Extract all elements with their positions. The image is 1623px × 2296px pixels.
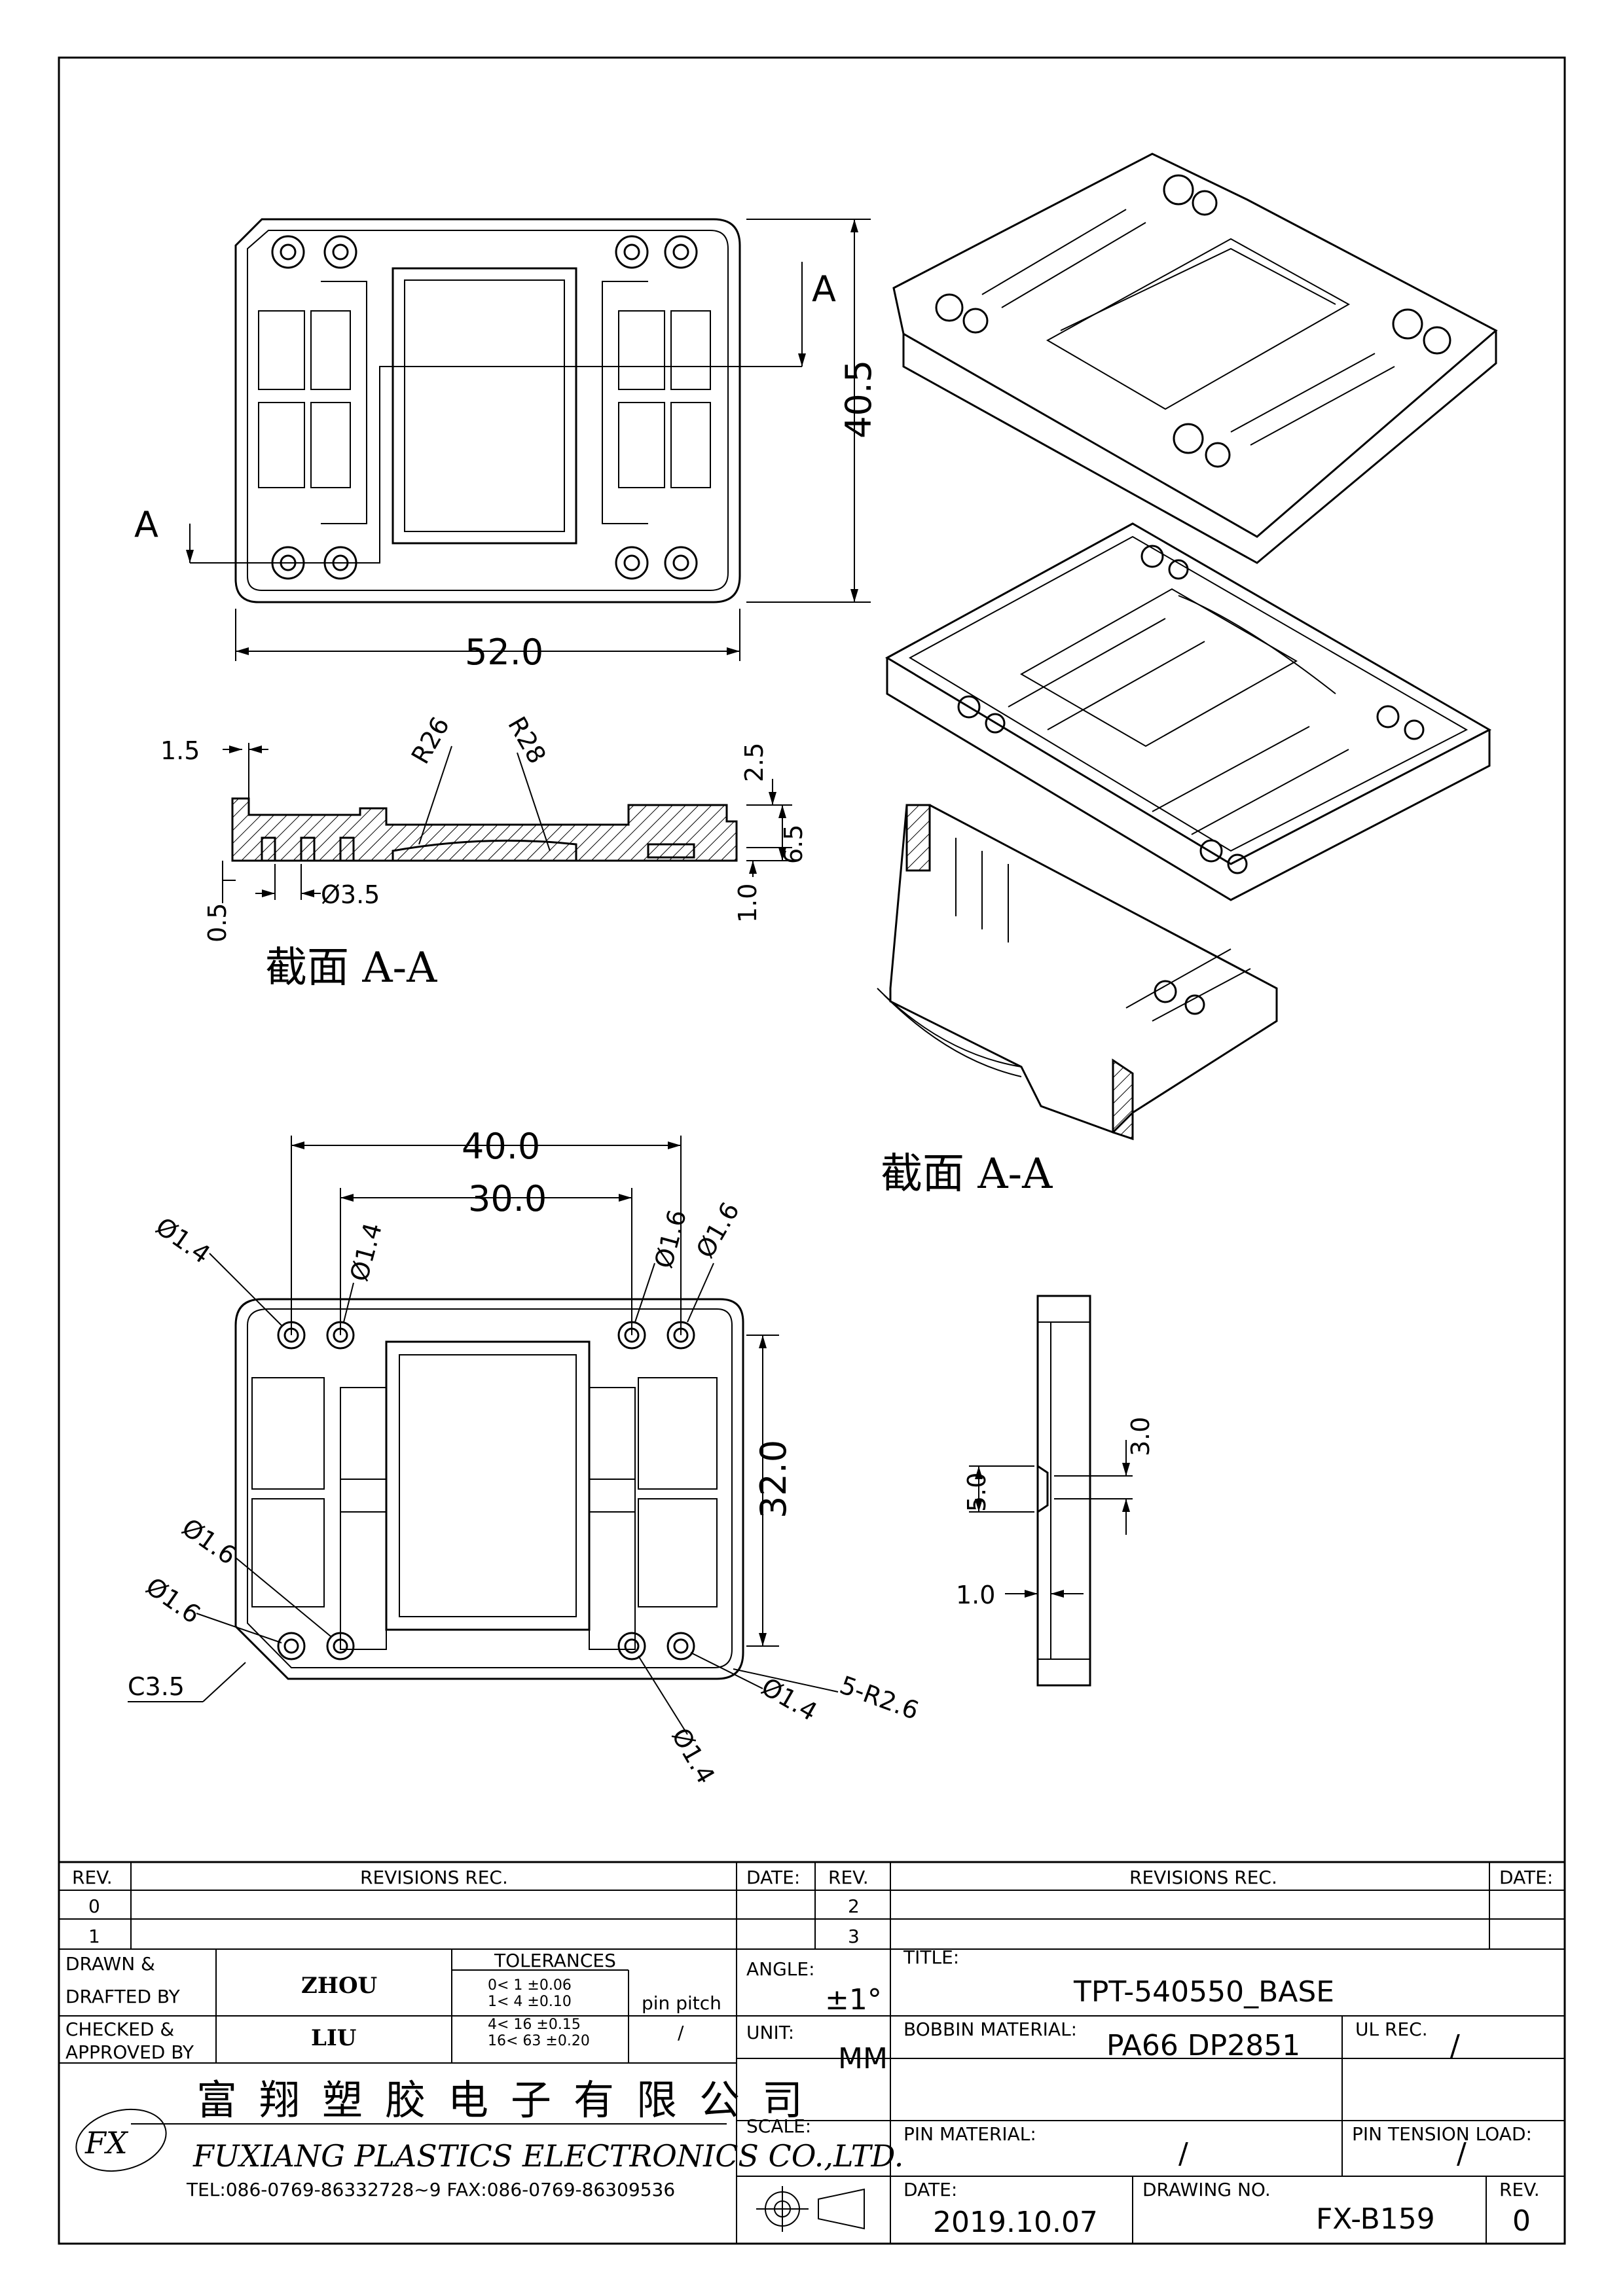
- dim-0-5: 0.5: [203, 903, 232, 942]
- dim-hole-1: Ø1.4: [151, 1211, 215, 1269]
- logo-text: FX: [84, 2125, 129, 2161]
- projection-symbol-icon: [756, 2186, 865, 2232]
- company-logo-icon: FX: [75, 2108, 167, 2172]
- dim-6-5: 6.5: [779, 825, 808, 864]
- tb-rev-2: 2: [848, 1895, 860, 1917]
- iso-caption: 截面 A-A: [881, 1150, 1053, 1198]
- tb-checked-value: LIU: [311, 2025, 356, 2051]
- dim-radius: 5-R2.6: [836, 1670, 922, 1725]
- dim-dia-3-5: Ø3.5: [321, 880, 380, 909]
- tb-pin-pitch-value: /: [678, 2022, 684, 2043]
- tb-pin-tension-value: /: [1457, 2137, 1467, 2170]
- tb-ul-value: /: [1450, 2029, 1460, 2062]
- tb-revisions-header: REVISIONS REC.: [360, 1867, 508, 1888]
- section-view: 1.5 R26 R28 2.5 6.5 1.0 0.5 Ø3.5 截面 A-A: [160, 712, 808, 993]
- tb-checked-label: CHECKED &APPROVED BY: [65, 2018, 194, 2063]
- dim-32: 32.0: [753, 1440, 794, 1518]
- dim-hole-3: Ø1.6: [649, 1207, 692, 1272]
- tb-rev-1: 1: [88, 1926, 100, 1947]
- bottom-view: 40.0 30.0 Ø1.4 Ø1.4 Ø1.6 Ø1.6 32.0 Ø1.6 …: [128, 1126, 922, 1789]
- section-mark-left: A: [134, 504, 158, 545]
- tb-tolerances-label: TOLERANCES: [494, 1950, 616, 1971]
- dim-hole-8: Ø1.4: [757, 1672, 822, 1727]
- dim-side-3: 3.0: [1126, 1417, 1155, 1456]
- tb-unit-value: MM: [838, 2042, 888, 2075]
- dim-hole-4: Ø1.6: [691, 1197, 745, 1263]
- tb-date-header: DATE:: [746, 1867, 800, 1888]
- tb-rev-label: REV.: [1499, 2179, 1540, 2200]
- tb-revisions-header-2: REVISIONS REC.: [1129, 1867, 1277, 1888]
- company-name-cn: 富翔塑胶电子有限公司: [196, 2076, 825, 2124]
- tb-angle-label: ANGLE:: [746, 1958, 815, 1980]
- dim-30: 30.0: [468, 1178, 547, 1219]
- dim-height: 40.5: [838, 360, 879, 439]
- dim-1-0: 1.0: [733, 884, 762, 923]
- tb-tol-0: 0< 1 ±0.06: [488, 1977, 572, 1994]
- tb-tol-1: 1< 4 ±0.10: [488, 1994, 572, 2010]
- top-view: A A 52.0 40.5: [134, 218, 879, 673]
- tb-tol-3: 16< 63 ±0.20: [488, 2033, 590, 2049]
- tb-unit-label: UNIT:: [746, 2022, 794, 2043]
- company-name-en: FUXIANG PLASTICS ELECTRONICS CO.,LTD.: [192, 2138, 903, 2174]
- tb-pin-pitch-label: pin pitch: [642, 1992, 721, 2014]
- tb-rev-3: 3: [848, 1926, 860, 1947]
- tb-date-header-2: DATE:: [1499, 1867, 1553, 1888]
- dim-r28: R28: [502, 712, 551, 769]
- tb-tol-2: 4< 16 ±0.15: [488, 2017, 581, 2033]
- tb-pin-material-label: PIN MATERIAL:: [903, 2123, 1036, 2145]
- tb-bobbin-label: BOBBIN MATERIAL:: [903, 2018, 1077, 2040]
- tb-pin-material-value: /: [1178, 2137, 1188, 2170]
- tb-date-label: DATE:: [903, 2179, 957, 2200]
- tb-pin-tension-label: PIN TENSION LOAD:: [1352, 2123, 1532, 2145]
- tb-drawn-label: DRAWN &DRAFTED BY: [65, 1953, 181, 2007]
- tb-rev-header-2: REV.: [828, 1867, 869, 1888]
- tb-bobbin-value: PA66 DP2851: [1106, 2029, 1300, 2062]
- tb-rev-value: 0: [1512, 2204, 1531, 2238]
- dim-hole-6: Ø1.6: [141, 1571, 206, 1629]
- dim-wall: 1.5: [160, 736, 200, 765]
- dim-hole-5: Ø1.6: [177, 1513, 242, 1570]
- iso-view-bottom: [884, 522, 1492, 901]
- tb-title-label: TITLE:: [903, 1946, 959, 1968]
- dim-40: 40.0: [462, 1126, 540, 1167]
- side-view: 3.0 5.0 1.0: [956, 1295, 1155, 1687]
- dim-side-1: 1.0: [956, 1581, 995, 1609]
- tb-rev-header: REV.: [72, 1867, 113, 1888]
- tb-ul-label: UL REC.: [1355, 2018, 1428, 2040]
- tb-scale-label: SCALE:: [746, 2115, 811, 2137]
- dim-chamfer: C3.5: [128, 1672, 185, 1701]
- tb-angle-value: ±1°: [825, 1983, 882, 2017]
- iso-view-top: [892, 152, 1498, 564]
- dim-2-5: 2.5: [740, 743, 769, 782]
- dim-side-5: 5.0: [962, 1473, 991, 1512]
- dim-width: 52.0: [465, 632, 543, 673]
- tb-rev-0: 0: [88, 1895, 100, 1917]
- company-contact: TEL:086-0769-86332728~9 FAX:086-0769-863…: [186, 2179, 675, 2200]
- title-block: REV. REVISIONS REC. DATE: REV. REVISIONS…: [58, 1861, 1566, 2245]
- iso-section-view: [877, 804, 1278, 1141]
- dim-hole-2: Ø1.4: [344, 1220, 388, 1285]
- tb-drawn-value: ZHOU: [301, 1973, 377, 1999]
- tb-date-value: 2019.10.07: [933, 2206, 1098, 2239]
- tb-drawing-no-label: DRAWING NO.: [1142, 2179, 1271, 2200]
- section-mark-right: A: [812, 268, 836, 310]
- dim-hole-7: Ø1.4: [666, 1723, 720, 1789]
- tb-title-value: TPT-540550_BASE: [1073, 1975, 1334, 2009]
- section-caption: 截面 A-A: [265, 944, 437, 992]
- tb-drawing-no-value: FX-B159: [1316, 2202, 1435, 2236]
- sheet-border: [58, 56, 1566, 2245]
